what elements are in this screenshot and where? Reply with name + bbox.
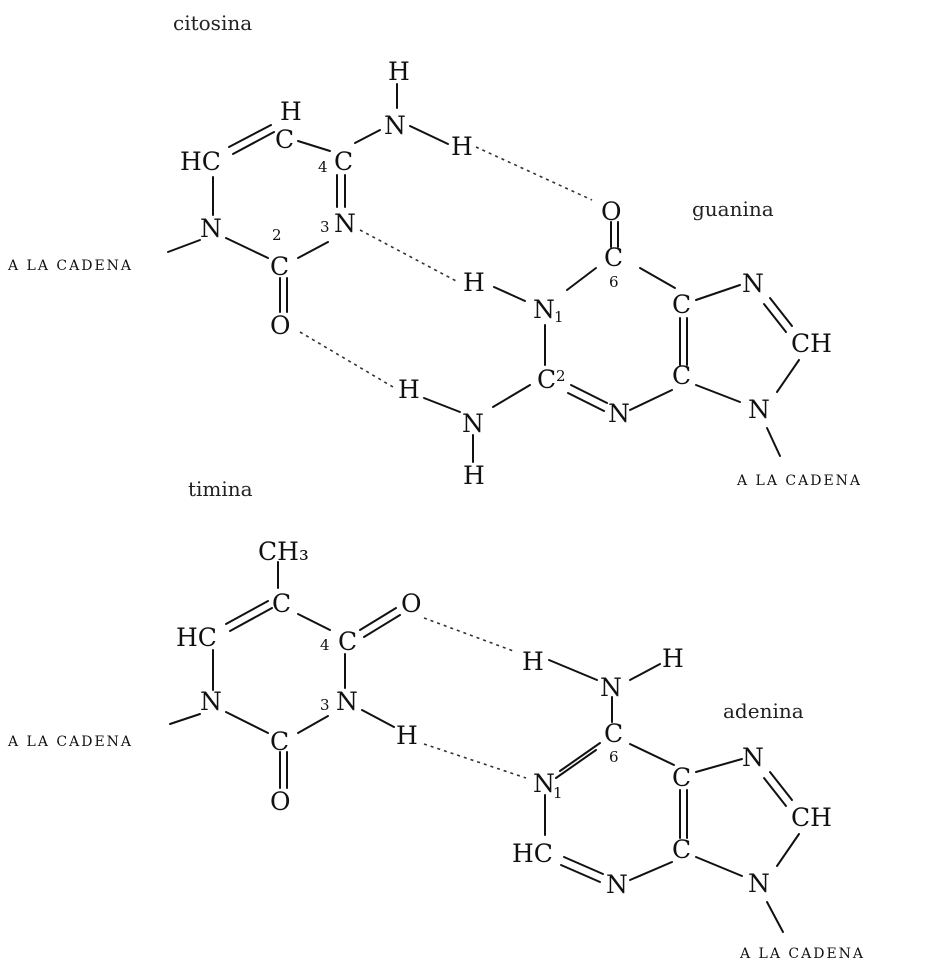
cytosine-c6: HC <box>180 147 221 176</box>
guanine-c2: C <box>537 365 556 394</box>
thymine-c4: C <box>338 627 357 656</box>
adenine-c6: C <box>604 719 623 748</box>
guanine-n1: N <box>533 295 555 324</box>
guanine-n2: N <box>462 409 484 438</box>
guanine-c8: CH <box>791 329 832 358</box>
cytosine-n3: N <box>334 209 356 238</box>
adenine-number-1: 1 <box>553 784 563 802</box>
thymine-c5: C <box>272 589 291 618</box>
thymine-n1: N <box>200 687 222 716</box>
cytosine-number-2: 2 <box>272 226 282 244</box>
cytosine-o2: O <box>270 311 291 340</box>
cytosine-number-4: 4 <box>318 158 328 176</box>
cytosine-n1: N <box>200 214 222 243</box>
adenine-n3: N <box>606 870 628 899</box>
guanine-c5: C <box>672 290 691 319</box>
cytosine-h-amine-top: H <box>388 57 410 86</box>
cytosine-n4: N <box>384 111 406 140</box>
adenine-c2: HC <box>512 839 553 868</box>
cytosine-guanine-pair: citosina guanina H C HC C 4 N N 3 C <box>7 11 862 490</box>
adenine-n7: N <box>742 743 764 772</box>
guanine-n9: N <box>748 395 770 424</box>
guanine-h1: H <box>463 268 485 297</box>
thymine-methyl: CH₃ <box>258 537 309 566</box>
guanine-c4: C <box>672 361 691 390</box>
thymine-chain-label: A LA CADENA <box>7 734 133 750</box>
cytosine-guanine-hydrogen-bonds <box>299 146 593 388</box>
adenine-h6-left: H <box>522 647 544 676</box>
thymine-o4: O <box>401 589 422 618</box>
cytosine-bonds <box>167 83 449 313</box>
guanine-number-2: 2 <box>556 367 566 385</box>
adenine-c8: CH <box>791 803 832 832</box>
adenine-h6-right: H <box>662 644 684 673</box>
thymine-o2: O <box>270 787 291 816</box>
cytosine-c5: C <box>275 125 294 154</box>
cytosine-c2: C <box>270 252 289 281</box>
cytosine-chain-label: A LA CADENA <box>7 258 133 274</box>
adenine-chain-label: A LA CADENA <box>739 946 865 962</box>
adenine-n1: N <box>533 769 555 798</box>
adenine-bonds <box>544 659 800 933</box>
cytosine-h-top: H <box>280 97 302 126</box>
thymine-adenine-pair: timina adenina CH₃ C HC C 4 O N N 3 <box>7 477 865 962</box>
thymine-n3: N <box>336 687 358 716</box>
adenine-name: adenina <box>723 699 804 723</box>
guanine-bonds <box>423 221 800 463</box>
adenine-n9: N <box>748 869 770 898</box>
cytosine-c4: C <box>334 147 353 176</box>
guanine-o6: O <box>601 197 622 226</box>
adenine-c4: C <box>672 835 691 864</box>
thymine-name: timina <box>188 477 253 501</box>
guanine-c6: C <box>604 243 623 272</box>
thymine-adenine-hydrogen-bonds <box>423 617 527 779</box>
thymine-c6: HC <box>176 623 217 652</box>
guanine-n7: N <box>742 269 764 298</box>
guanine-h2-bottom: H <box>463 461 485 490</box>
guanine-h2-left: H <box>398 375 420 404</box>
adenine-number-6: 6 <box>609 748 619 766</box>
guanine-chain-label: A LA CADENA <box>736 473 862 489</box>
adenine-n6: N <box>600 673 622 702</box>
cytosine-h-amine-right: H <box>451 132 473 161</box>
cytosine-number-3: 3 <box>320 218 330 236</box>
guanine-number-6: 6 <box>609 273 619 291</box>
thymine-bonds <box>169 561 401 789</box>
thymine-number-4: 4 <box>320 636 330 654</box>
guanine-n3: N <box>608 399 630 428</box>
guanine-number-1: 1 <box>554 308 564 326</box>
guanine-name: guanina <box>692 197 774 221</box>
adenine-c5: C <box>672 763 691 792</box>
cytosine-name: citosina <box>173 11 252 35</box>
thymine-number-3: 3 <box>320 696 330 714</box>
thymine-h3: H <box>396 721 418 750</box>
thymine-c2: C <box>270 727 289 756</box>
